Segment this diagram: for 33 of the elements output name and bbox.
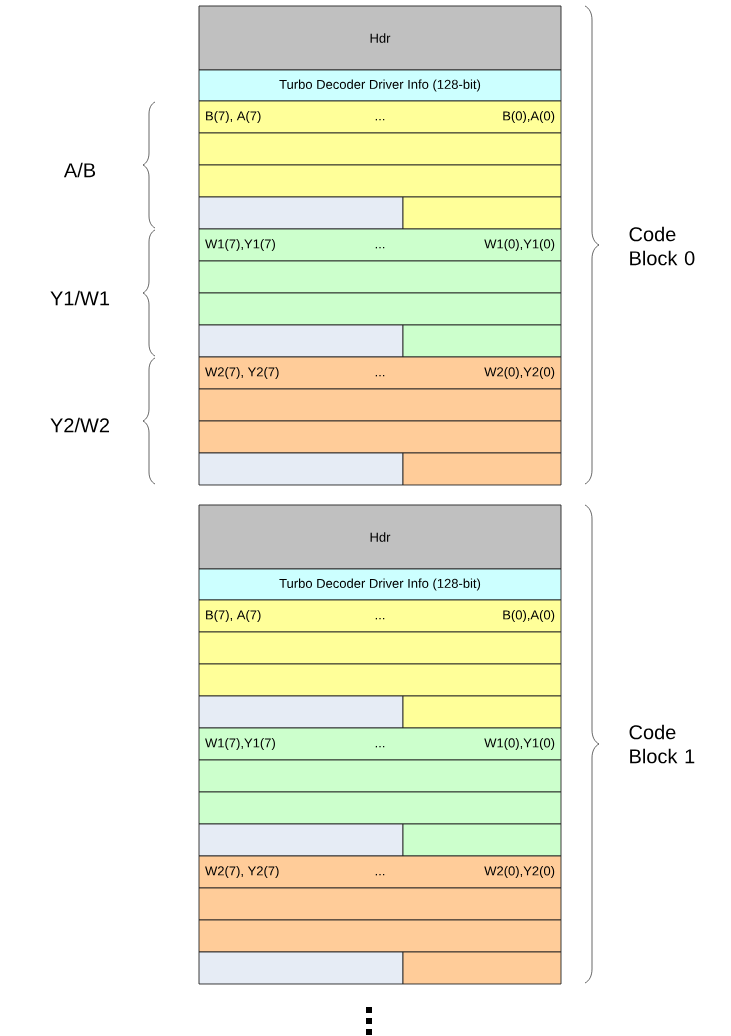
- data-cell: [402, 196, 562, 230]
- data-row: B(7), A(7) ... B(0),A(0): [198, 100, 562, 134]
- empty-row: [198, 887, 562, 921]
- block-label: Code Block 1: [629, 724, 695, 764]
- padding-cell: [198, 951, 404, 985]
- info-bar: Turbo Decoder Driver Info (128-bit): [198, 69, 562, 102]
- data-row: B(7), A(7) ... B(0),A(0): [198, 599, 562, 633]
- data-row: W2(7), Y2(7) ... W2(0),Y2(0): [198, 356, 562, 390]
- empty-row: [198, 388, 562, 422]
- data-row: W1(7),Y1(7) ... W1(0),Y1(0): [198, 727, 562, 761]
- group-label: A/B: [63, 162, 96, 178]
- data-cell: [402, 951, 562, 985]
- empty-row: [198, 260, 562, 294]
- padding-cell: [198, 695, 404, 729]
- group-label: Y1/W1: [50, 290, 110, 306]
- empty-row: [198, 132, 562, 166]
- group-label: Y2/W2: [50, 417, 109, 433]
- data-row: W1(7),Y1(7) ... W1(0),Y1(0): [198, 228, 562, 262]
- padding-cell: [198, 196, 404, 230]
- padding-cell: [198, 452, 404, 486]
- data-cell: [402, 452, 562, 486]
- data-cell: [402, 823, 562, 857]
- header-box: Hdr: [198, 5, 562, 71]
- padding-cell: [198, 324, 404, 358]
- empty-row: [198, 759, 562, 793]
- info-bar: Turbo Decoder Driver Info (128-bit): [198, 568, 562, 601]
- empty-row: [198, 631, 562, 665]
- data-row: W2(7), Y2(7) ... W2(0),Y2(0): [198, 855, 562, 889]
- block-label: Code Block 0: [629, 226, 695, 266]
- data-cell: [402, 324, 562, 358]
- data-cell: [402, 695, 562, 729]
- padding-cell: [198, 823, 404, 857]
- header-box: Hdr: [198, 504, 562, 570]
